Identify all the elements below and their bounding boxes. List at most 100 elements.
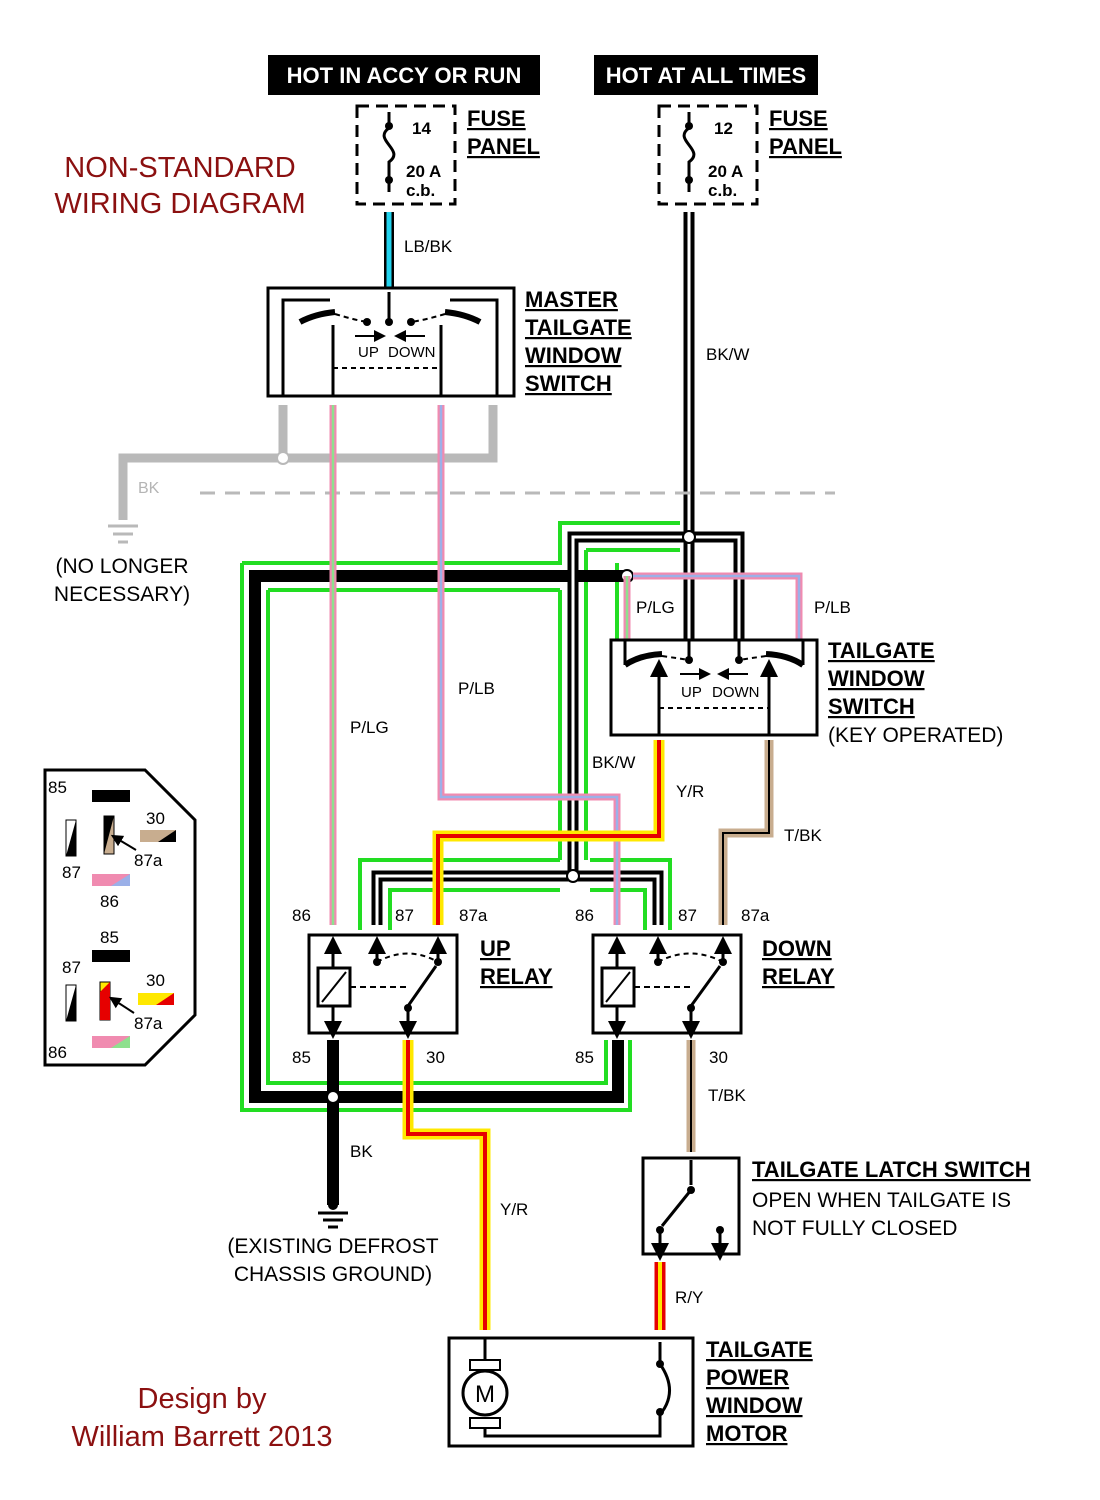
diagram-title-line2: WIRING DIAGRAM <box>54 188 305 220</box>
wire-p-lb-label-2: P/LB <box>814 598 851 617</box>
up-relay-pin85: 85 <box>292 1048 311 1067</box>
up-relay-label2: RELAY <box>480 964 553 989</box>
up-relay-pin30: 30 <box>426 1048 445 1067</box>
wire-bk-ground-bus: BK (EXISTING DEFROST CHASSIS GROUND) <box>227 569 634 1286</box>
wire-t-bk-switch: T/BK <box>718 740 822 925</box>
old-ground-note2: NECESSARY) <box>54 583 190 606</box>
connector-top-87: 87 <box>62 863 81 882</box>
tailgate-switch-down: DOWN <box>712 684 760 701</box>
down-relay-pin30: 30 <box>709 1048 728 1067</box>
fuse-right-label1: FUSE <box>769 106 828 131</box>
up-relay-pin86: 86 <box>292 906 311 925</box>
wire-bk-gray-label: BK <box>138 480 160 497</box>
tailgate-switch-label1: TAILGATE <box>828 638 935 663</box>
up-relay-pin87a: 87a <box>459 906 488 925</box>
connector-top-85: 85 <box>48 778 67 797</box>
down-relay: 86 87 87a 85 30 DOWN RELAY <box>575 906 835 1067</box>
tailgate-window-switch: UP DOWN TAILGATE WINDOW SWITCH (KEY OPER… <box>609 638 1003 747</box>
down-relay-pin86: 86 <box>575 906 594 925</box>
master-switch-up: UP <box>358 344 379 361</box>
wire-y-r-switch: Y/R <box>432 740 704 925</box>
wire-t-bk-label-1: T/BK <box>784 826 822 845</box>
wire-lb-bk-label: LB/BK <box>404 237 453 256</box>
master-switch-label3: WINDOW <box>525 343 622 368</box>
connector-bottom-30: 30 <box>146 971 165 990</box>
up-relay-pin87: 87 <box>395 906 414 925</box>
tailgate-switch-label4: (KEY OPERATED) <box>828 724 1003 747</box>
wire-p-lb-tailgate: P/LB <box>633 572 851 640</box>
wire-p-lb-label-1: P/LB <box>458 679 495 698</box>
master-switch-label2: TAILGATE <box>525 315 632 340</box>
tailgate-switch-label3: SWITCH <box>828 694 915 719</box>
wire-bk-w-feed: BK/W <box>683 212 749 540</box>
tailgate-switch-label2: WINDOW <box>828 666 925 691</box>
relay-connector-pinout: 85 30 87 87a 86 85 87 30 87a 86 <box>43 768 197 1067</box>
tailgate-switch-up: UP <box>681 684 702 701</box>
fuse-right-label2: PANEL <box>769 134 842 159</box>
wire-lb-bk: LB/BK <box>384 212 453 288</box>
fuse-right-number: 12 <box>714 119 733 138</box>
connector-top-86: 86 <box>100 892 119 911</box>
master-switch-label1: MASTER <box>525 287 618 312</box>
up-relay-label1: UP <box>480 936 511 961</box>
wire-y-r-label-2: Y/R <box>500 1200 528 1219</box>
latch-switch-note1: OPEN WHEN TAILGATE IS <box>752 1189 1011 1212</box>
connector-bottom-86: 86 <box>48 1043 67 1062</box>
up-relay: 86 87 87a 85 30 UP RELAY <box>292 906 553 1067</box>
latch-switch-note2: NOT FULLY CLOSED <box>752 1217 957 1240</box>
fuse-right-rating: 20 A <box>708 162 743 181</box>
wire-y-r-label-1: Y/R <box>676 782 704 801</box>
tailgate-window-motor: M TAILGATE POWER WINDOW MOTOR <box>447 1336 813 1448</box>
fuse-left-type: c.b. <box>406 181 435 200</box>
down-relay-pin87a: 87a <box>741 906 770 925</box>
fuse-left-label2: PANEL <box>467 134 540 159</box>
wire-bk-w-distribution: BK/W <box>371 530 745 925</box>
connector-bottom-87a: 87a <box>134 1014 163 1033</box>
wire-bk-w-label-1: BK/W <box>706 345 749 364</box>
old-ground-note1: (NO LONGER <box>55 555 188 578</box>
master-switch-down: DOWN <box>388 344 436 361</box>
wire-p-lg-label-1: P/LG <box>350 718 389 737</box>
fuse-panel-right: 12 20 A c.b. FUSE PANEL <box>657 104 842 206</box>
header-hot-accy-text: HOT IN ACCY OR RUN <box>287 63 522 88</box>
master-tailgate-switch: UP DOWN MASTER TAILGATE WINDOW SWITCH <box>266 286 632 398</box>
down-relay-label2: RELAY <box>762 964 835 989</box>
old-ground-wiring: BK (NO LONGER NECESSARY) <box>54 405 835 606</box>
motor-label3: WINDOW <box>706 1393 803 1418</box>
down-relay-pin85: 85 <box>575 1048 594 1067</box>
wire-bk-label-2: BK <box>350 1142 373 1161</box>
down-relay-pin87: 87 <box>678 906 697 925</box>
wire-t-bk-label-2: T/BK <box>708 1086 746 1105</box>
header-hot-always: HOT AT ALL TIMES <box>594 55 818 95</box>
master-switch-label4: SWITCH <box>525 371 612 396</box>
connector-top-30: 30 <box>146 809 165 828</box>
wire-r-y-motor: R/Y <box>654 1262 703 1330</box>
header-hot-always-text: HOT AT ALL TIMES <box>606 63 806 88</box>
tailgate-latch-switch: TAILGATE LATCH SWITCH OPEN WHEN TAILGATE… <box>641 1156 1031 1261</box>
wire-p-lg-master: P/LG <box>329 405 389 925</box>
header-hot-accy: HOT IN ACCY OR RUN <box>268 55 540 95</box>
wire-r-y-label: R/Y <box>675 1288 703 1307</box>
wire-p-lb-master: P/LB <box>437 405 621 925</box>
fuse-right-type: c.b. <box>708 181 737 200</box>
connector-bottom-87: 87 <box>62 958 81 977</box>
motor-label4: MOTOR <box>706 1421 788 1446</box>
new-ground-note1: (EXISTING DEFROST <box>227 1235 438 1258</box>
fuse-left-rating: 20 A <box>406 162 441 181</box>
fuse-left-number: 14 <box>412 119 431 138</box>
connector-bottom-85: 85 <box>100 928 119 947</box>
credit-line1: Design by <box>138 1383 267 1415</box>
wire-p-lg-tailgate: P/LG <box>623 576 675 640</box>
fuse-panel-left: 14 20 A c.b. FUSE PANEL <box>355 104 540 206</box>
new-ground-note2: CHASSIS GROUND) <box>234 1263 432 1286</box>
motor-label1: TAILGATE <box>706 1337 813 1362</box>
diagram-title-line1: NON-STANDARD <box>64 152 295 184</box>
motor-label2: POWER <box>706 1365 789 1390</box>
motor-symbol: M <box>475 1381 495 1408</box>
fuse-left-label1: FUSE <box>467 106 526 131</box>
wire-y-r-motor: Y/R <box>402 1040 528 1330</box>
wire-t-bk-latch: T/BK <box>686 1040 746 1152</box>
harness-outline <box>240 521 680 1112</box>
wire-p-lg-label-2: P/LG <box>636 598 675 617</box>
